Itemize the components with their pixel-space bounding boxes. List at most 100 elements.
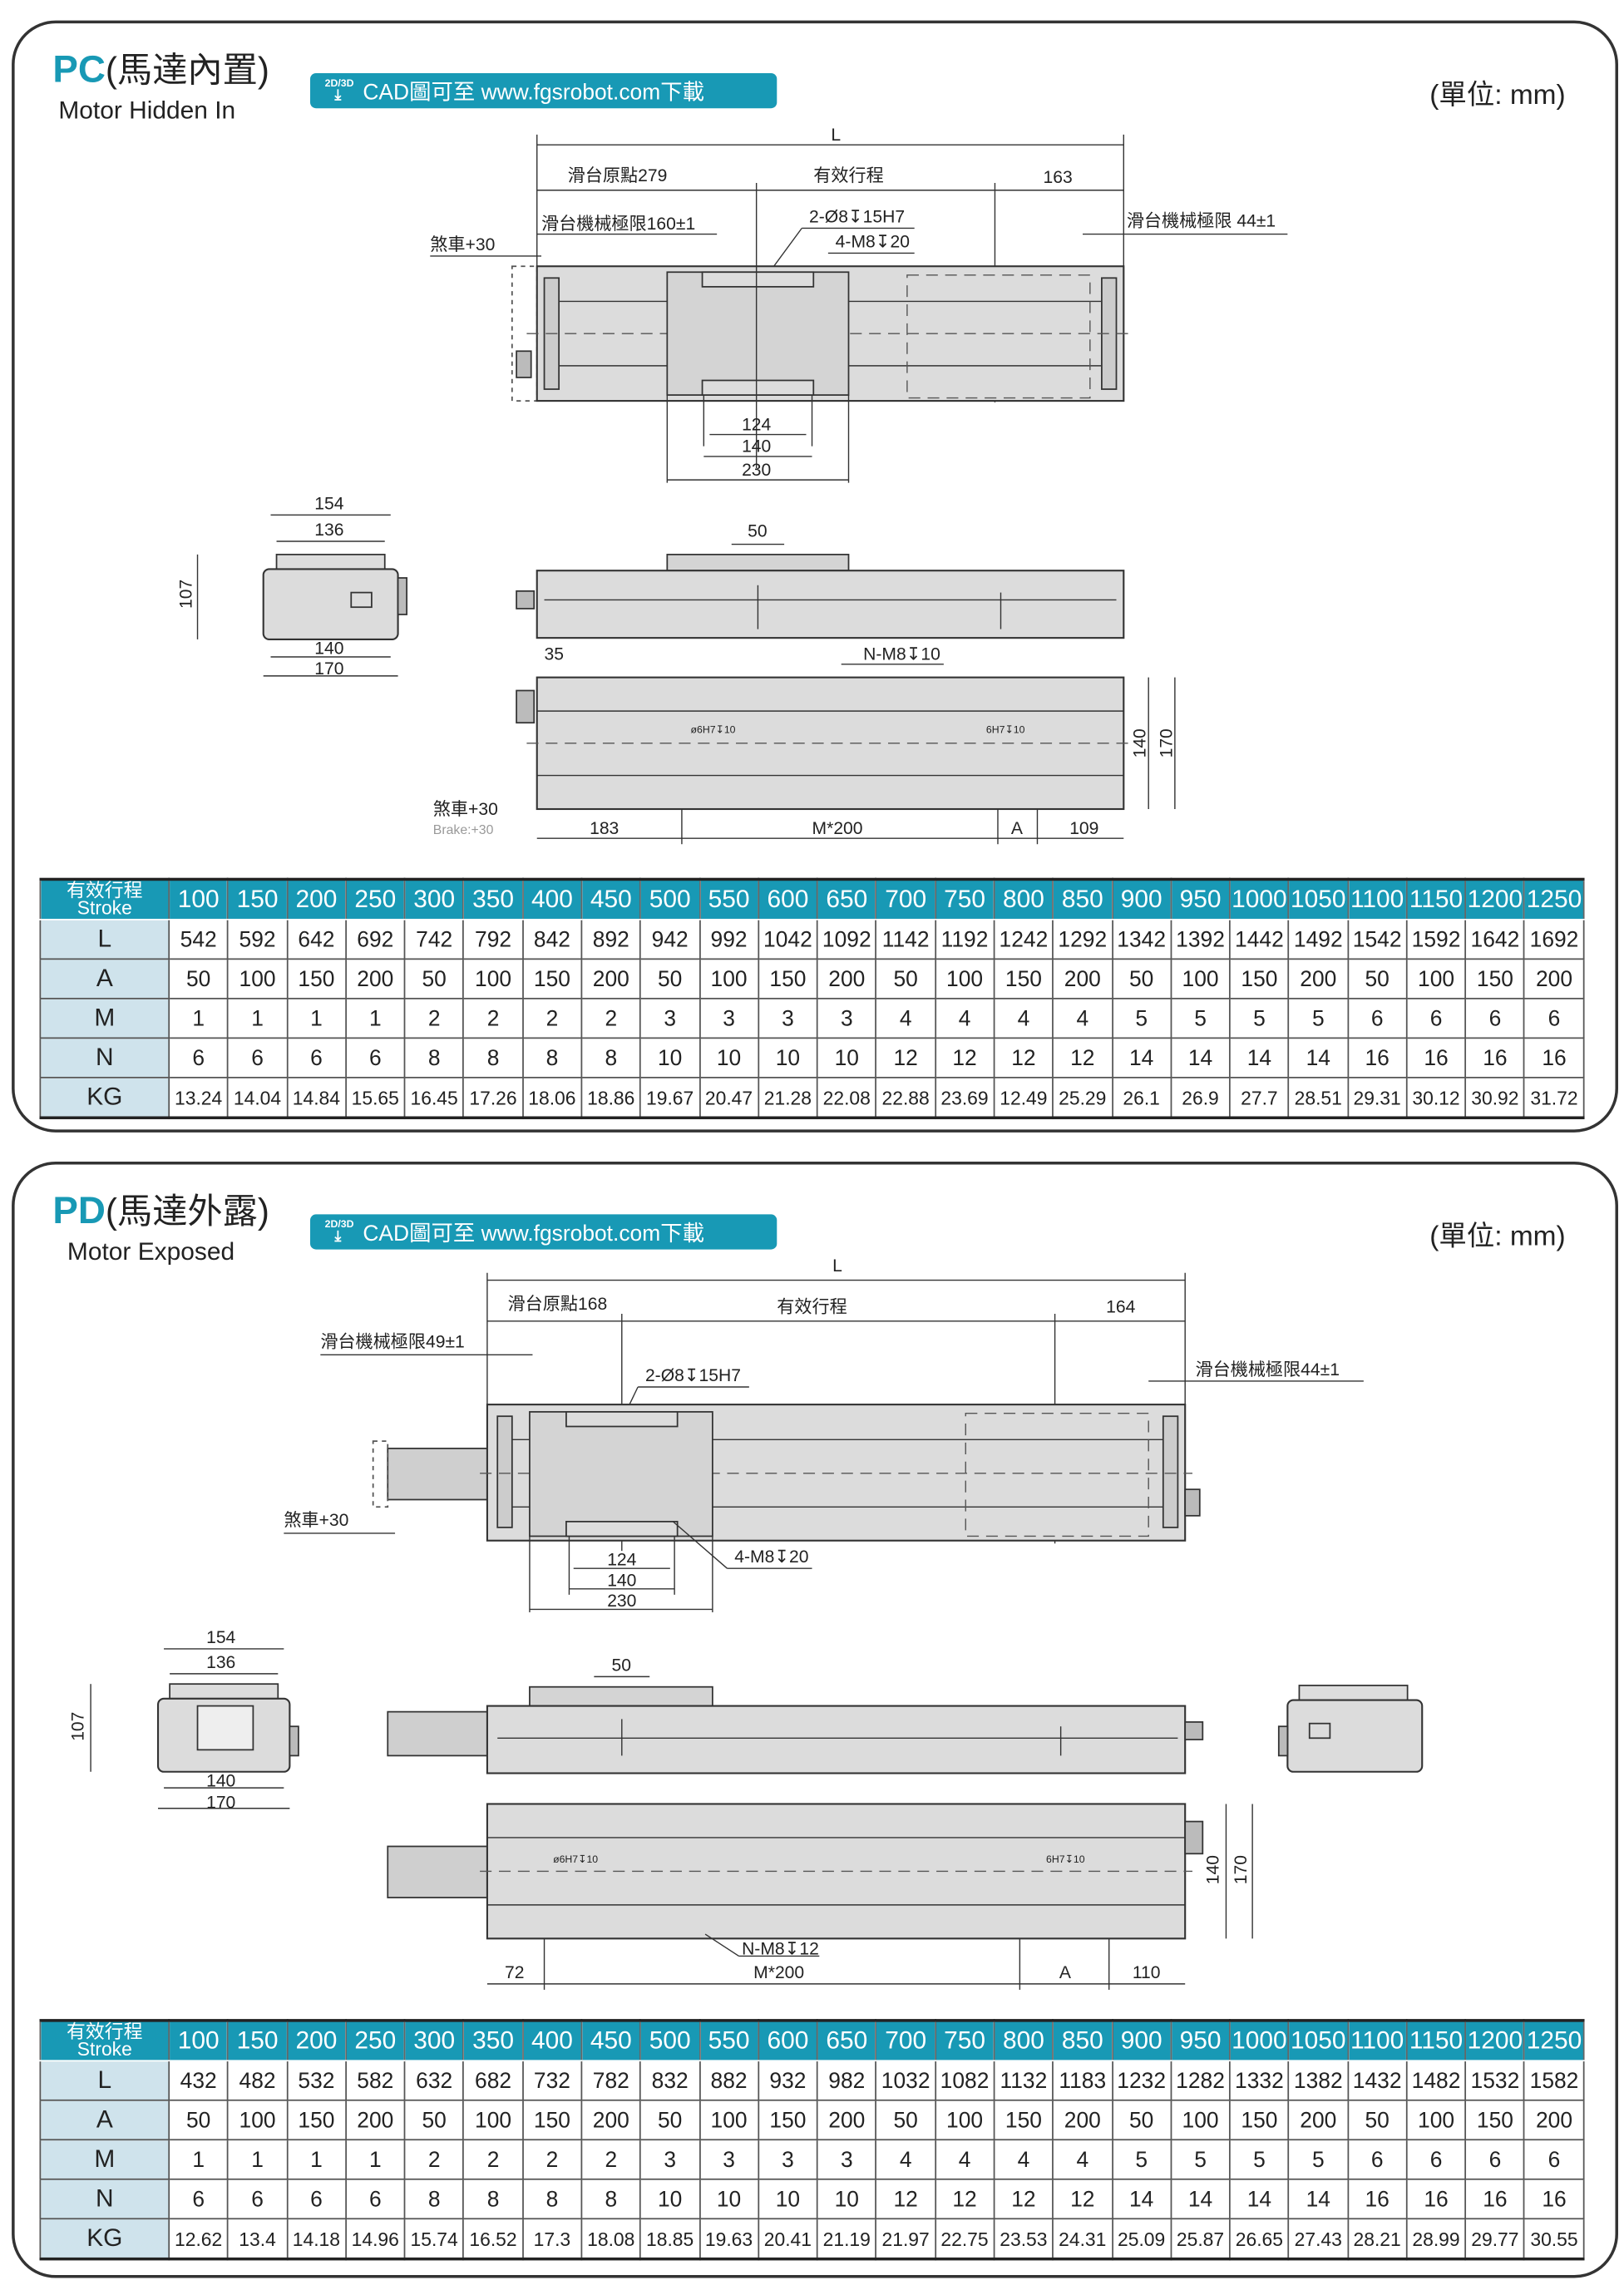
cad-download-badge[interactable]: 2D/3D⤓ CAD圖可至 www.fgsrobot.com下載 xyxy=(310,72,777,109)
table-cell: 16 xyxy=(1405,1037,1467,1078)
dim-72: 72 xyxy=(505,1963,524,1982)
table-cell: 12 xyxy=(1052,2178,1113,2220)
table-cell: 100 xyxy=(462,2099,524,2141)
table-cell: 14 xyxy=(1287,1037,1349,1078)
table-cell: 532 xyxy=(286,2060,347,2101)
panel-pc: PC(馬達內置) Motor Hidden In 2D/3D⤓ CAD圖可至 w… xyxy=(12,20,1619,1133)
table-cell: 200 xyxy=(1052,958,1113,999)
table-cell: 632 xyxy=(403,2060,465,2101)
table-cell: 3 xyxy=(698,2139,759,2180)
table-cell: 27.7 xyxy=(1229,1077,1290,1119)
row-label: L xyxy=(39,2060,170,2101)
table-cell: 2 xyxy=(462,997,524,1039)
table-cell: 8 xyxy=(403,1037,465,1078)
table-cell: 22.88 xyxy=(875,1077,936,1119)
stroke-header-cell: 400 xyxy=(521,878,583,920)
table-cell: 150 xyxy=(1229,958,1290,999)
stroke-header-cell: 750 xyxy=(934,878,995,920)
dim-136: 136 xyxy=(314,521,343,540)
stroke-header-zh: 有效行程 xyxy=(67,879,143,901)
dim-a: A xyxy=(1059,1963,1072,1982)
table-cell: 28.21 xyxy=(1346,2218,1408,2260)
dim-end-170: 170 xyxy=(314,659,343,679)
row-label: A xyxy=(39,958,170,999)
stroke-header-cell: 1250 xyxy=(1523,2020,1585,2062)
stroke-header-cell: 1000 xyxy=(1229,878,1290,920)
table-cell: 8 xyxy=(462,1037,524,1078)
table-cell: 1 xyxy=(227,997,288,1039)
table-cell: 150 xyxy=(521,958,583,999)
row-label: N xyxy=(39,1037,170,1078)
table-cell: 6 xyxy=(1523,997,1585,1039)
table-cell: 10 xyxy=(698,1037,759,1078)
table-cell: 2 xyxy=(521,2139,583,2180)
stroke-header-cell: 800 xyxy=(993,878,1054,920)
row-label: N xyxy=(39,2178,170,2220)
table-cell: 10 xyxy=(816,2178,877,2220)
table-cell: 14 xyxy=(1229,1037,1290,1078)
stroke-header-cell: 900 xyxy=(1111,878,1172,920)
unit-label: (單位: mm) xyxy=(1429,1221,1566,1253)
bottom-view: 35 N-M8↧10 ø6H7↧10 6H7↧10 140 170 煞車+30 … xyxy=(433,645,1176,845)
table-cell: 14 xyxy=(1170,1037,1231,1078)
table-cell: 1032 xyxy=(875,2060,936,2101)
dim-limit-right: 滑台機械極限44±1 xyxy=(1196,1360,1340,1379)
dim-109: 109 xyxy=(1069,819,1098,838)
cad-tag: 2D/3D⤓ xyxy=(324,1219,354,1245)
cad-download-badge[interactable]: 2D/3D⤓ CAD圖可至 www.fgsrobot.com下載 xyxy=(310,1214,777,1250)
table-cell: 6 xyxy=(168,2178,229,2220)
table-cell: 16 xyxy=(1464,1037,1526,1078)
stroke-header-cell: 1200 xyxy=(1464,2020,1526,2062)
dim-end-140: 140 xyxy=(314,639,343,658)
table-cell: 200 xyxy=(344,2099,406,2141)
table-cell: 100 xyxy=(698,958,759,999)
dim-origin: 滑台原點168 xyxy=(508,1294,608,1314)
table-cell: 5 xyxy=(1287,2139,1349,2180)
table-cell: 100 xyxy=(462,958,524,999)
product-name-en: Motor Hidden In xyxy=(58,96,236,125)
table-cell: 150 xyxy=(993,2099,1054,2141)
dim-183: 183 xyxy=(590,819,619,838)
stroke-header-cell: 1150 xyxy=(1405,2020,1467,2062)
table-cell: 150 xyxy=(1464,2099,1526,2141)
table-cell: 1482 xyxy=(1405,2060,1467,2101)
callout-nm: N-M8↧12 xyxy=(742,1940,819,1959)
table-cell: 5 xyxy=(1111,2139,1172,2180)
table-cell: 1 xyxy=(344,2139,406,2180)
stroke-header-cell: 450 xyxy=(580,2020,642,2062)
stroke-header-cell: 1150 xyxy=(1405,878,1467,920)
cad-download-text: CAD圖可至 www.fgsrobot.com下載 xyxy=(363,1221,705,1246)
table-cell: 1 xyxy=(168,2139,229,2180)
table-cell: 8 xyxy=(403,2178,465,2220)
table-cell: 1 xyxy=(286,2139,347,2180)
table-cell: 2 xyxy=(580,2139,642,2180)
dim-230: 230 xyxy=(742,461,771,480)
callout-pin: 2-Ø8↧15H7 xyxy=(645,1366,741,1385)
table-cell: 10 xyxy=(758,1037,818,1078)
table-cell: 100 xyxy=(698,2099,759,2141)
table-cell: 3 xyxy=(639,997,700,1039)
download-icon: ⤓ xyxy=(334,1228,342,1245)
stroke-header-cell: 200 xyxy=(286,2020,347,2062)
dim-107: 107 xyxy=(68,1712,87,1741)
table-cell: 2 xyxy=(403,2139,465,2180)
table-cell: 2 xyxy=(462,2139,524,2180)
table-cell: 100 xyxy=(934,958,995,999)
table-cell: 6 xyxy=(168,1037,229,1078)
table-cell: 1432 xyxy=(1346,2060,1408,2101)
table-cell: 1342 xyxy=(1111,918,1172,960)
table-cell: 100 xyxy=(1405,2099,1467,2141)
dim-a: A xyxy=(1011,819,1024,838)
product-name-en: Motor Exposed xyxy=(67,1237,235,1266)
table-cell: 14 xyxy=(1111,2178,1172,2220)
end-view-right xyxy=(1277,1685,1424,1773)
table-cell: 200 xyxy=(1523,2099,1585,2141)
dim-end: 164 xyxy=(1106,1297,1135,1316)
table-cell: 50 xyxy=(403,958,465,999)
table-cell: 150 xyxy=(521,2099,583,2141)
dim-stroke: 有效行程 xyxy=(777,1296,847,1316)
table-cell: 23.69 xyxy=(934,1077,995,1119)
table-cell: 1642 xyxy=(1464,918,1526,960)
table-cell: 4 xyxy=(875,2139,936,2180)
